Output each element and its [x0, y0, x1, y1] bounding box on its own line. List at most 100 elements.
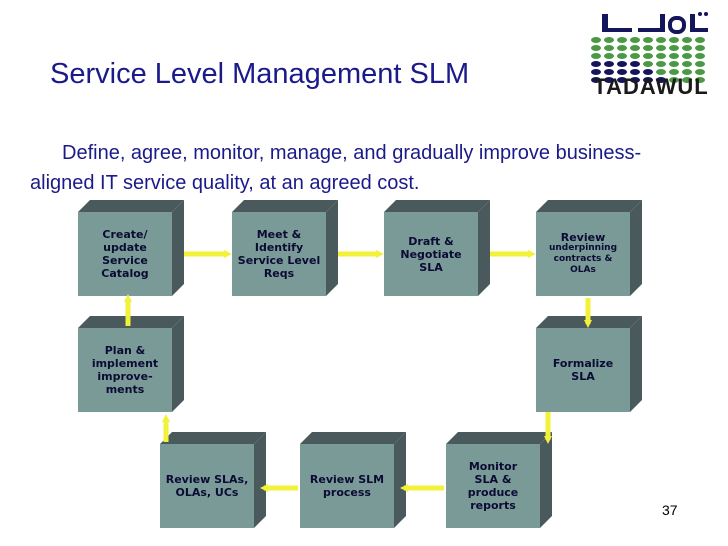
- process-box-reviewslas: [160, 432, 266, 528]
- logo-dot: [604, 53, 614, 59]
- logo-dot: [630, 61, 640, 67]
- box-top-face: [160, 432, 266, 444]
- logo-dot: [617, 53, 627, 59]
- box-front-face: [300, 444, 394, 528]
- logo-dot: [656, 69, 666, 75]
- logo-arabic-lettering: [602, 12, 708, 34]
- box-side-face: [172, 200, 184, 296]
- process-box-label-create: Create/ update Service Catalog: [78, 212, 172, 296]
- process-box-plan: [78, 316, 184, 412]
- logo-dot: [630, 53, 640, 59]
- slide-title: Service Level Management SLM: [50, 58, 470, 90]
- process-box-reviewslm: [300, 432, 406, 528]
- logo-dot: [604, 37, 614, 43]
- logo-dot: [617, 69, 627, 75]
- box-front-face: [384, 212, 478, 296]
- logo-dot: [682, 45, 692, 51]
- box-front-face: [536, 212, 630, 296]
- logo-dot: [695, 77, 705, 83]
- logo-dot: [591, 37, 601, 43]
- logo-dot: [669, 61, 679, 67]
- process-box-text-plan: Plan & implement improve- ments: [91, 344, 159, 396]
- logo-dot: [604, 45, 614, 51]
- box-front-face: [78, 212, 172, 296]
- logo-dot: [643, 45, 653, 51]
- tadawul-logo: [591, 12, 708, 83]
- process-box-label-draft: Draft & Negotiate SLA: [384, 212, 478, 296]
- box-front-face: [446, 444, 540, 528]
- process-box-create: [78, 200, 184, 296]
- logo-dot: [630, 37, 640, 43]
- logo-dot: [617, 61, 627, 67]
- logo-dot: [669, 77, 679, 83]
- box-side-face: [254, 432, 266, 528]
- logo-dot: [682, 37, 692, 43]
- process-box-text-monitor: Monitor SLA & produce reports: [467, 460, 519, 512]
- logo-dot: [643, 69, 653, 75]
- process-box-label-reviewslm: Review SLM process: [300, 444, 394, 528]
- process-box-text-formalize: Formalize SLA: [552, 357, 614, 383]
- process-box-label-plan: Plan & implement improve- ments: [78, 328, 172, 412]
- process-box-text-review: underpinning contracts & OLAs: [548, 243, 618, 275]
- logo-dot: [682, 69, 692, 75]
- logo-dot: [643, 37, 653, 43]
- process-box-review: [536, 200, 642, 296]
- logo-dot: [669, 69, 679, 75]
- logo-dot: [604, 61, 614, 67]
- logo-dot: [591, 69, 601, 75]
- logo-dot: [682, 53, 692, 59]
- logo-dot: [643, 77, 653, 83]
- logo-dot: [682, 61, 692, 67]
- process-box-label-formalize: Formalize SLA: [536, 328, 630, 412]
- logo-dot: [591, 53, 601, 59]
- box-side-face: [394, 432, 406, 528]
- box-front-face: [536, 328, 630, 412]
- box-top-face: [78, 200, 184, 212]
- box-side-face: [630, 200, 642, 296]
- box-top-face: [78, 316, 184, 328]
- process-box-text-create: Create/ update Service Catalog: [101, 228, 149, 280]
- box-front-face: [160, 444, 254, 528]
- logo-dot: [643, 61, 653, 67]
- slide-subtitle-text: Define, agree, monitor, manage, and grad…: [30, 142, 642, 194]
- logo-dot: [695, 45, 705, 51]
- process-box-text-reviewslas: Review SLAs, OLAs, UCs: [165, 473, 249, 499]
- process-box-text-meet: Meet & Identify Service Level Reqs: [237, 228, 321, 280]
- logo-dot: [682, 77, 692, 83]
- slide-subtitle: Define, agree, monitor, manage, and grad…: [30, 138, 670, 198]
- logo-dot: [617, 37, 627, 43]
- process-box-draft: [384, 200, 490, 296]
- box-top-face: [446, 432, 552, 444]
- logo-dot: [604, 69, 614, 75]
- logo-dot: [656, 77, 666, 83]
- process-box-label-meet: Meet & Identify Service Level Reqs: [232, 212, 326, 296]
- logo-dot: [695, 37, 705, 43]
- logo-dot: [591, 45, 601, 51]
- box-front-face: [78, 328, 172, 412]
- logo-dot: [669, 37, 679, 43]
- box-front-face: [232, 212, 326, 296]
- logo-dot: [617, 77, 627, 83]
- process-box-text-draft: Draft & Negotiate SLA: [400, 234, 462, 274]
- process-box-title-review: Review: [560, 231, 606, 244]
- logo-dot: [591, 61, 601, 67]
- box-top-face: [384, 200, 490, 212]
- box-side-face: [540, 432, 552, 528]
- process-box-meet: [232, 200, 338, 296]
- process-boxes: [78, 200, 642, 528]
- logo-dot: [695, 53, 705, 59]
- logo-dot: [656, 37, 666, 43]
- logo-dot: [643, 53, 653, 59]
- box-side-face: [326, 200, 338, 296]
- box-side-face: [478, 200, 490, 296]
- logo-dot: [604, 77, 614, 83]
- box-top-face: [232, 200, 338, 212]
- logo-dot: [591, 77, 601, 83]
- logo-dot: [669, 45, 679, 51]
- box-top-face: [536, 200, 642, 212]
- process-box-label-monitor: Monitor SLA & produce reports: [446, 444, 540, 528]
- process-arrows: [124, 250, 592, 492]
- logo-dot: [617, 45, 627, 51]
- page-number: 37: [662, 502, 678, 518]
